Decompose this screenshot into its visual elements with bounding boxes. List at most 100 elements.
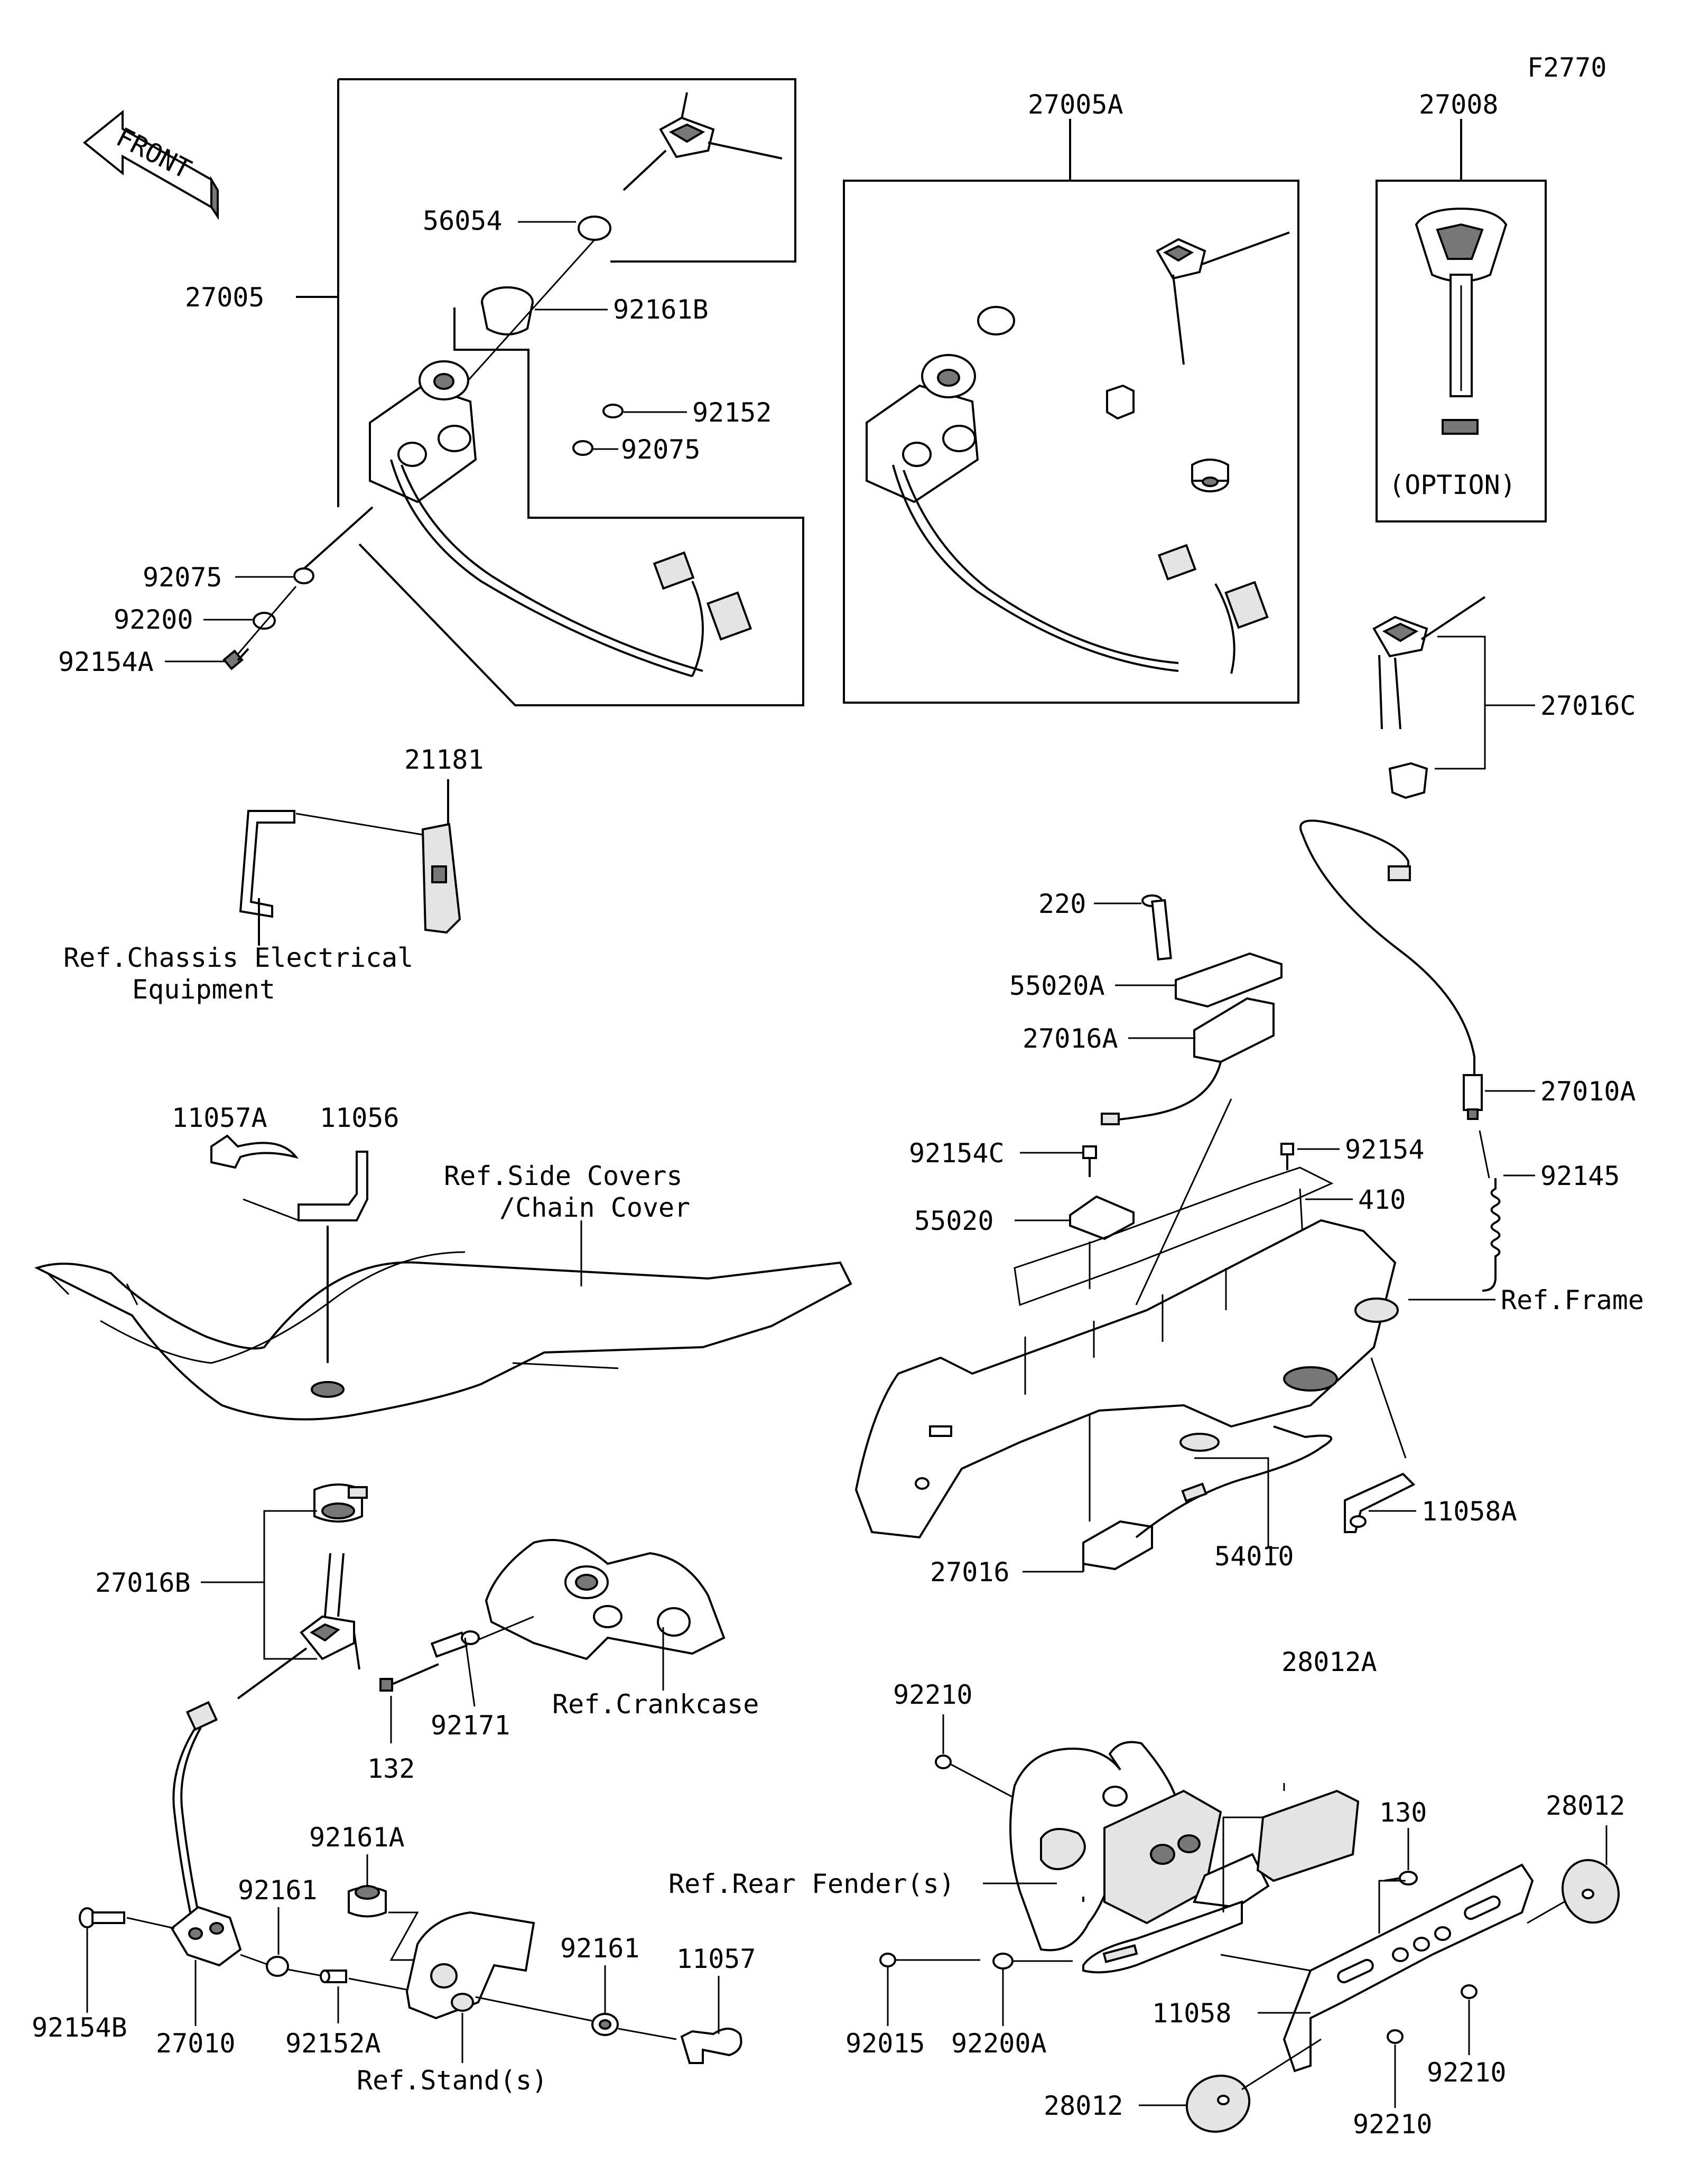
callout-label: 92075 — [143, 562, 222, 593]
nut-92210c-icon — [1387, 2029, 1404, 2044]
switch-body-icon — [369, 360, 477, 503]
callout-label: 92161 — [238, 1875, 318, 1906]
callout-label: Equipment — [132, 974, 275, 1005]
callout-label: 92145 — [1540, 1161, 1620, 1191]
bolt-130-icon — [1384, 1871, 1418, 1886]
callout-label: 92161A — [309, 1822, 405, 1853]
ignition-switch-set — [222, 78, 804, 706]
lock-cylinder-icon — [313, 1483, 368, 1523]
clip-parts — [210, 1134, 368, 1221]
option-key-icon — [1415, 207, 1508, 435]
callout-label: 11057 — [676, 1944, 756, 1974]
lock-cylinder-icon — [1191, 459, 1229, 492]
grommet-icon — [1388, 762, 1428, 799]
washer-icon — [977, 306, 1015, 335]
callout-label: 410 — [1358, 1184, 1406, 1215]
connector-icon — [185, 1701, 218, 1731]
cable-connector-icon — [1463, 1074, 1483, 1111]
callout-label: 92171 — [431, 1710, 510, 1741]
ignition-key-icon — [237, 1553, 360, 1700]
callout-label: 92075 — [621, 434, 701, 465]
ignition-key-icon — [622, 92, 783, 191]
switch-27016a-icon — [1193, 997, 1275, 1063]
rear-fender-assembly — [879, 1714, 1620, 2133]
callout-label: 11056 — [320, 1103, 399, 1133]
callout-label: 92154A — [58, 647, 154, 677]
nut-92152-icon — [602, 404, 624, 418]
callout-labels: F2770 27005 56054 92161B 92152 92075 920… — [32, 52, 1644, 2140]
callout-label: 28012A — [1281, 1647, 1377, 1677]
callout-label: 92210 — [893, 1679, 973, 1710]
nut-92015-icon — [879, 1953, 896, 1967]
callout-label: Ref.Frame — [1501, 1285, 1644, 1315]
callout-label: 92200 — [114, 604, 193, 635]
diagram-code: F2770 — [1527, 52, 1607, 83]
seat-lock-cable — [1299, 819, 1501, 1292]
callout-label: 92210 — [1427, 2057, 1507, 2088]
callout-label: 27010A — [1540, 1076, 1636, 1107]
side-cover — [34, 1220, 852, 1421]
front-arrow-label: FRONT — [112, 122, 196, 185]
callout-label: 92152A — [285, 2028, 381, 2059]
reflector-28012b-icon — [1185, 2075, 1251, 2133]
callout-label: 11058 — [1152, 1998, 1232, 2029]
stand-bracket-icon — [405, 1911, 535, 2020]
washer-92075-icon — [572, 440, 593, 456]
callout-label: 92210 — [1353, 2109, 1433, 2140]
connector-icon — [706, 591, 752, 641]
leader-lines — [165, 221, 687, 662]
callout-label: 28012 — [1044, 2090, 1123, 2121]
connector-icon — [653, 551, 695, 590]
callout-label: 54010 — [1214, 1541, 1294, 1572]
grommet-92161a-icon — [348, 1885, 387, 1918]
lower-switch-parts — [1082, 1357, 1416, 1572]
bracket-55020a-icon — [1175, 952, 1283, 1008]
sleeve-icon — [1106, 384, 1135, 420]
leader-lines-right — [1015, 902, 1535, 1573]
callout-label: 27008 — [1419, 89, 1499, 120]
callout-label: Ref.Side Covers — [444, 1161, 683, 1191]
callout-label: 92161 — [560, 1933, 640, 1964]
ignition-key-icon — [1156, 231, 1290, 365]
callout-label: 27016C — [1540, 690, 1636, 721]
callout-label: 28012 — [1546, 1790, 1625, 1821]
wire-terminal-icon — [1101, 1113, 1120, 1125]
washer-56054-icon — [578, 216, 611, 241]
bolt-92154b-icon — [79, 1907, 125, 1928]
bolt-132-icon — [379, 1663, 439, 1692]
lock-27016b — [201, 1483, 368, 1700]
ignition-key-icon — [1372, 596, 1486, 730]
callout-label: Ref.Crankcase — [552, 1689, 759, 1720]
nut-92210b-icon — [1461, 1984, 1478, 1999]
switch-27010-icon — [170, 1906, 242, 1967]
callout-label: 92154B — [32, 2012, 127, 2043]
sidestand-switch — [79, 1701, 742, 2064]
connector-icon — [1157, 544, 1197, 581]
washer-92075b-icon — [293, 567, 314, 584]
clip-11057a-icon — [210, 1134, 299, 1169]
connector-icon — [1224, 581, 1269, 629]
callout-label: 92152 — [692, 397, 772, 428]
callout-label: 27016 — [930, 1557, 1010, 1588]
module-21181 — [239, 779, 461, 946]
option-key-box — [1376, 119, 1547, 522]
callout-label: 27010 — [156, 2028, 236, 2059]
callout-label: Ref.Stand(s) — [357, 2065, 547, 2096]
bolt-92154c-icon — [1082, 1145, 1097, 1177]
crankcase — [379, 1539, 726, 1743]
callout-label: 56054 — [423, 206, 503, 236]
callout-label: 132 — [367, 1753, 415, 1784]
pin-92171-icon — [430, 1630, 480, 1658]
callout-label: 92200A — [951, 2028, 1047, 2059]
switch-body-icon — [866, 354, 979, 503]
callout-label: 220 — [1038, 889, 1086, 919]
callout-label: 92015 — [846, 2028, 925, 2059]
callout-label: 92161B — [613, 294, 709, 325]
callout-label: 21181 — [404, 744, 484, 775]
option-note: (OPTION) — [1389, 470, 1516, 500]
front-arrow-icon: FRONT — [82, 109, 219, 220]
bracket-11056-icon — [298, 1151, 368, 1221]
callout-label: /Chain Cover — [499, 1192, 690, 1223]
callout-label: 92154 — [1345, 1134, 1425, 1165]
